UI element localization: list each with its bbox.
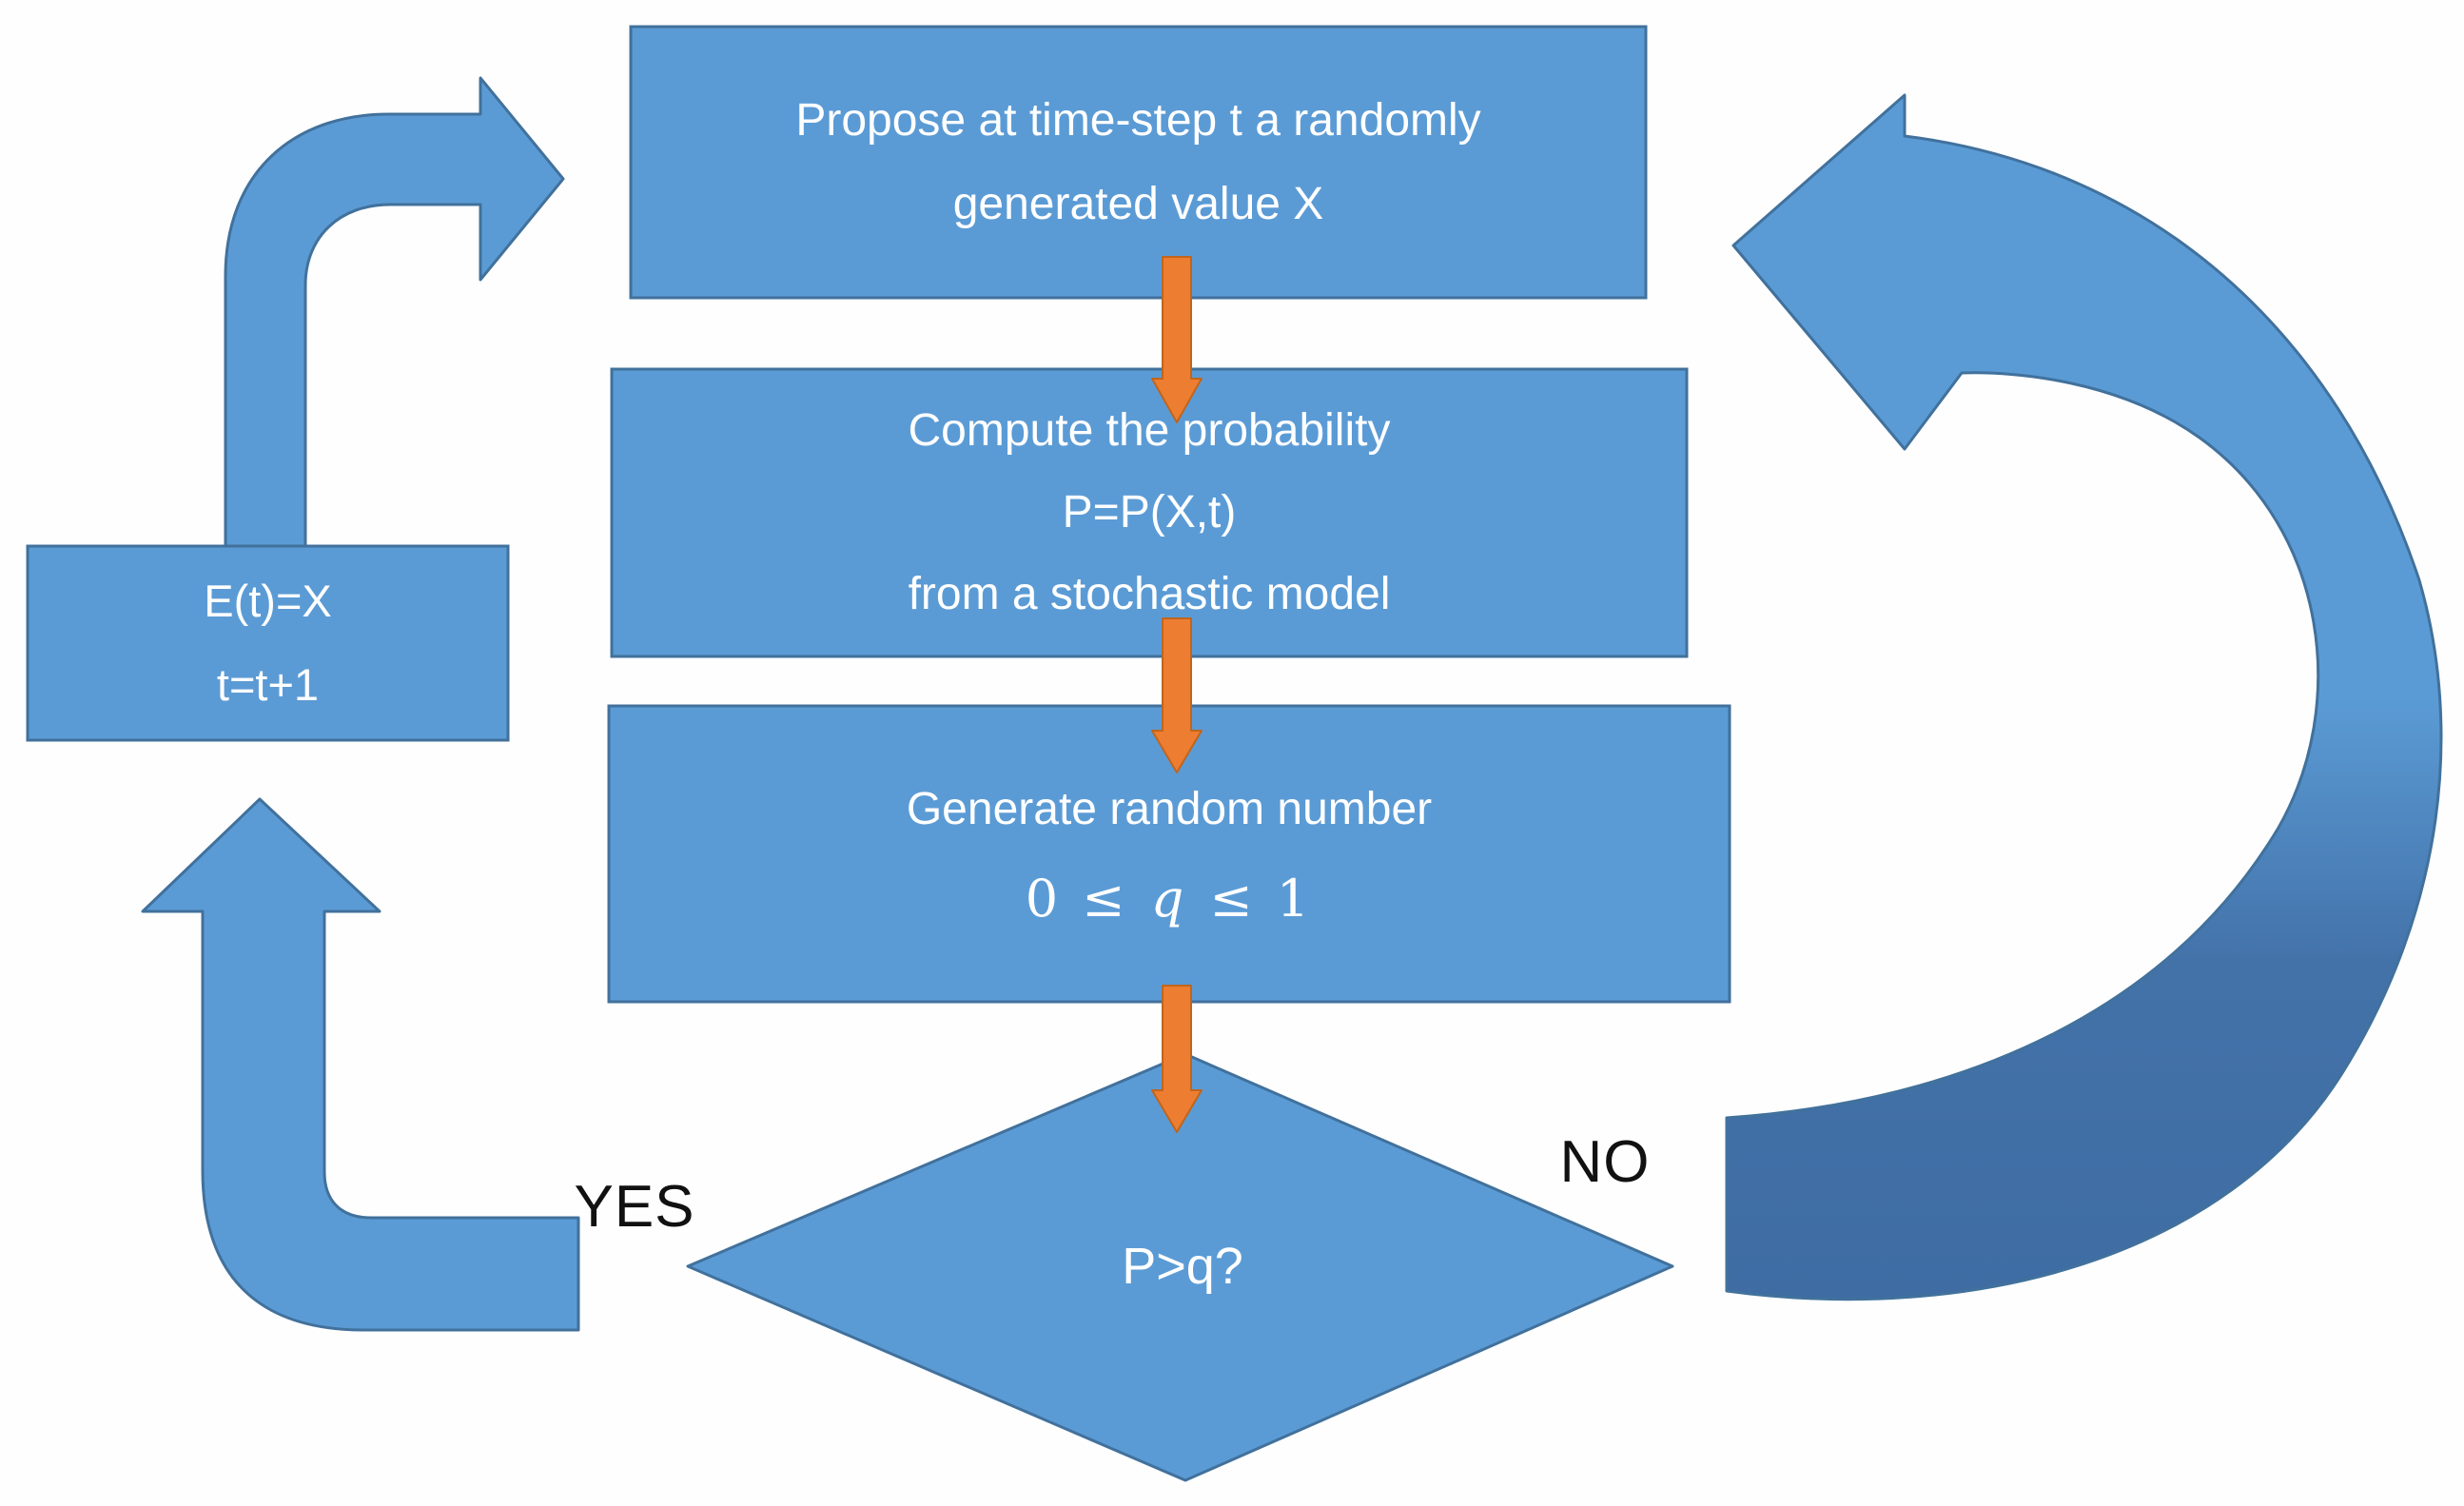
yes-elbow-up-arrow <box>141 797 580 1332</box>
connector-arrow-compute-generate <box>1151 617 1203 773</box>
propose-box <box>629 25 1648 300</box>
connector-arrow-propose-compute <box>1151 256 1203 423</box>
connector-arrow-generate-decision <box>1151 985 1203 1133</box>
compute-box <box>610 367 1689 658</box>
update-box <box>26 544 510 742</box>
loop-elbow-up-right-arrow <box>224 76 565 550</box>
no-loop-curved-arrow <box>1725 93 2443 1301</box>
decision-diamond <box>686 1052 1674 1482</box>
